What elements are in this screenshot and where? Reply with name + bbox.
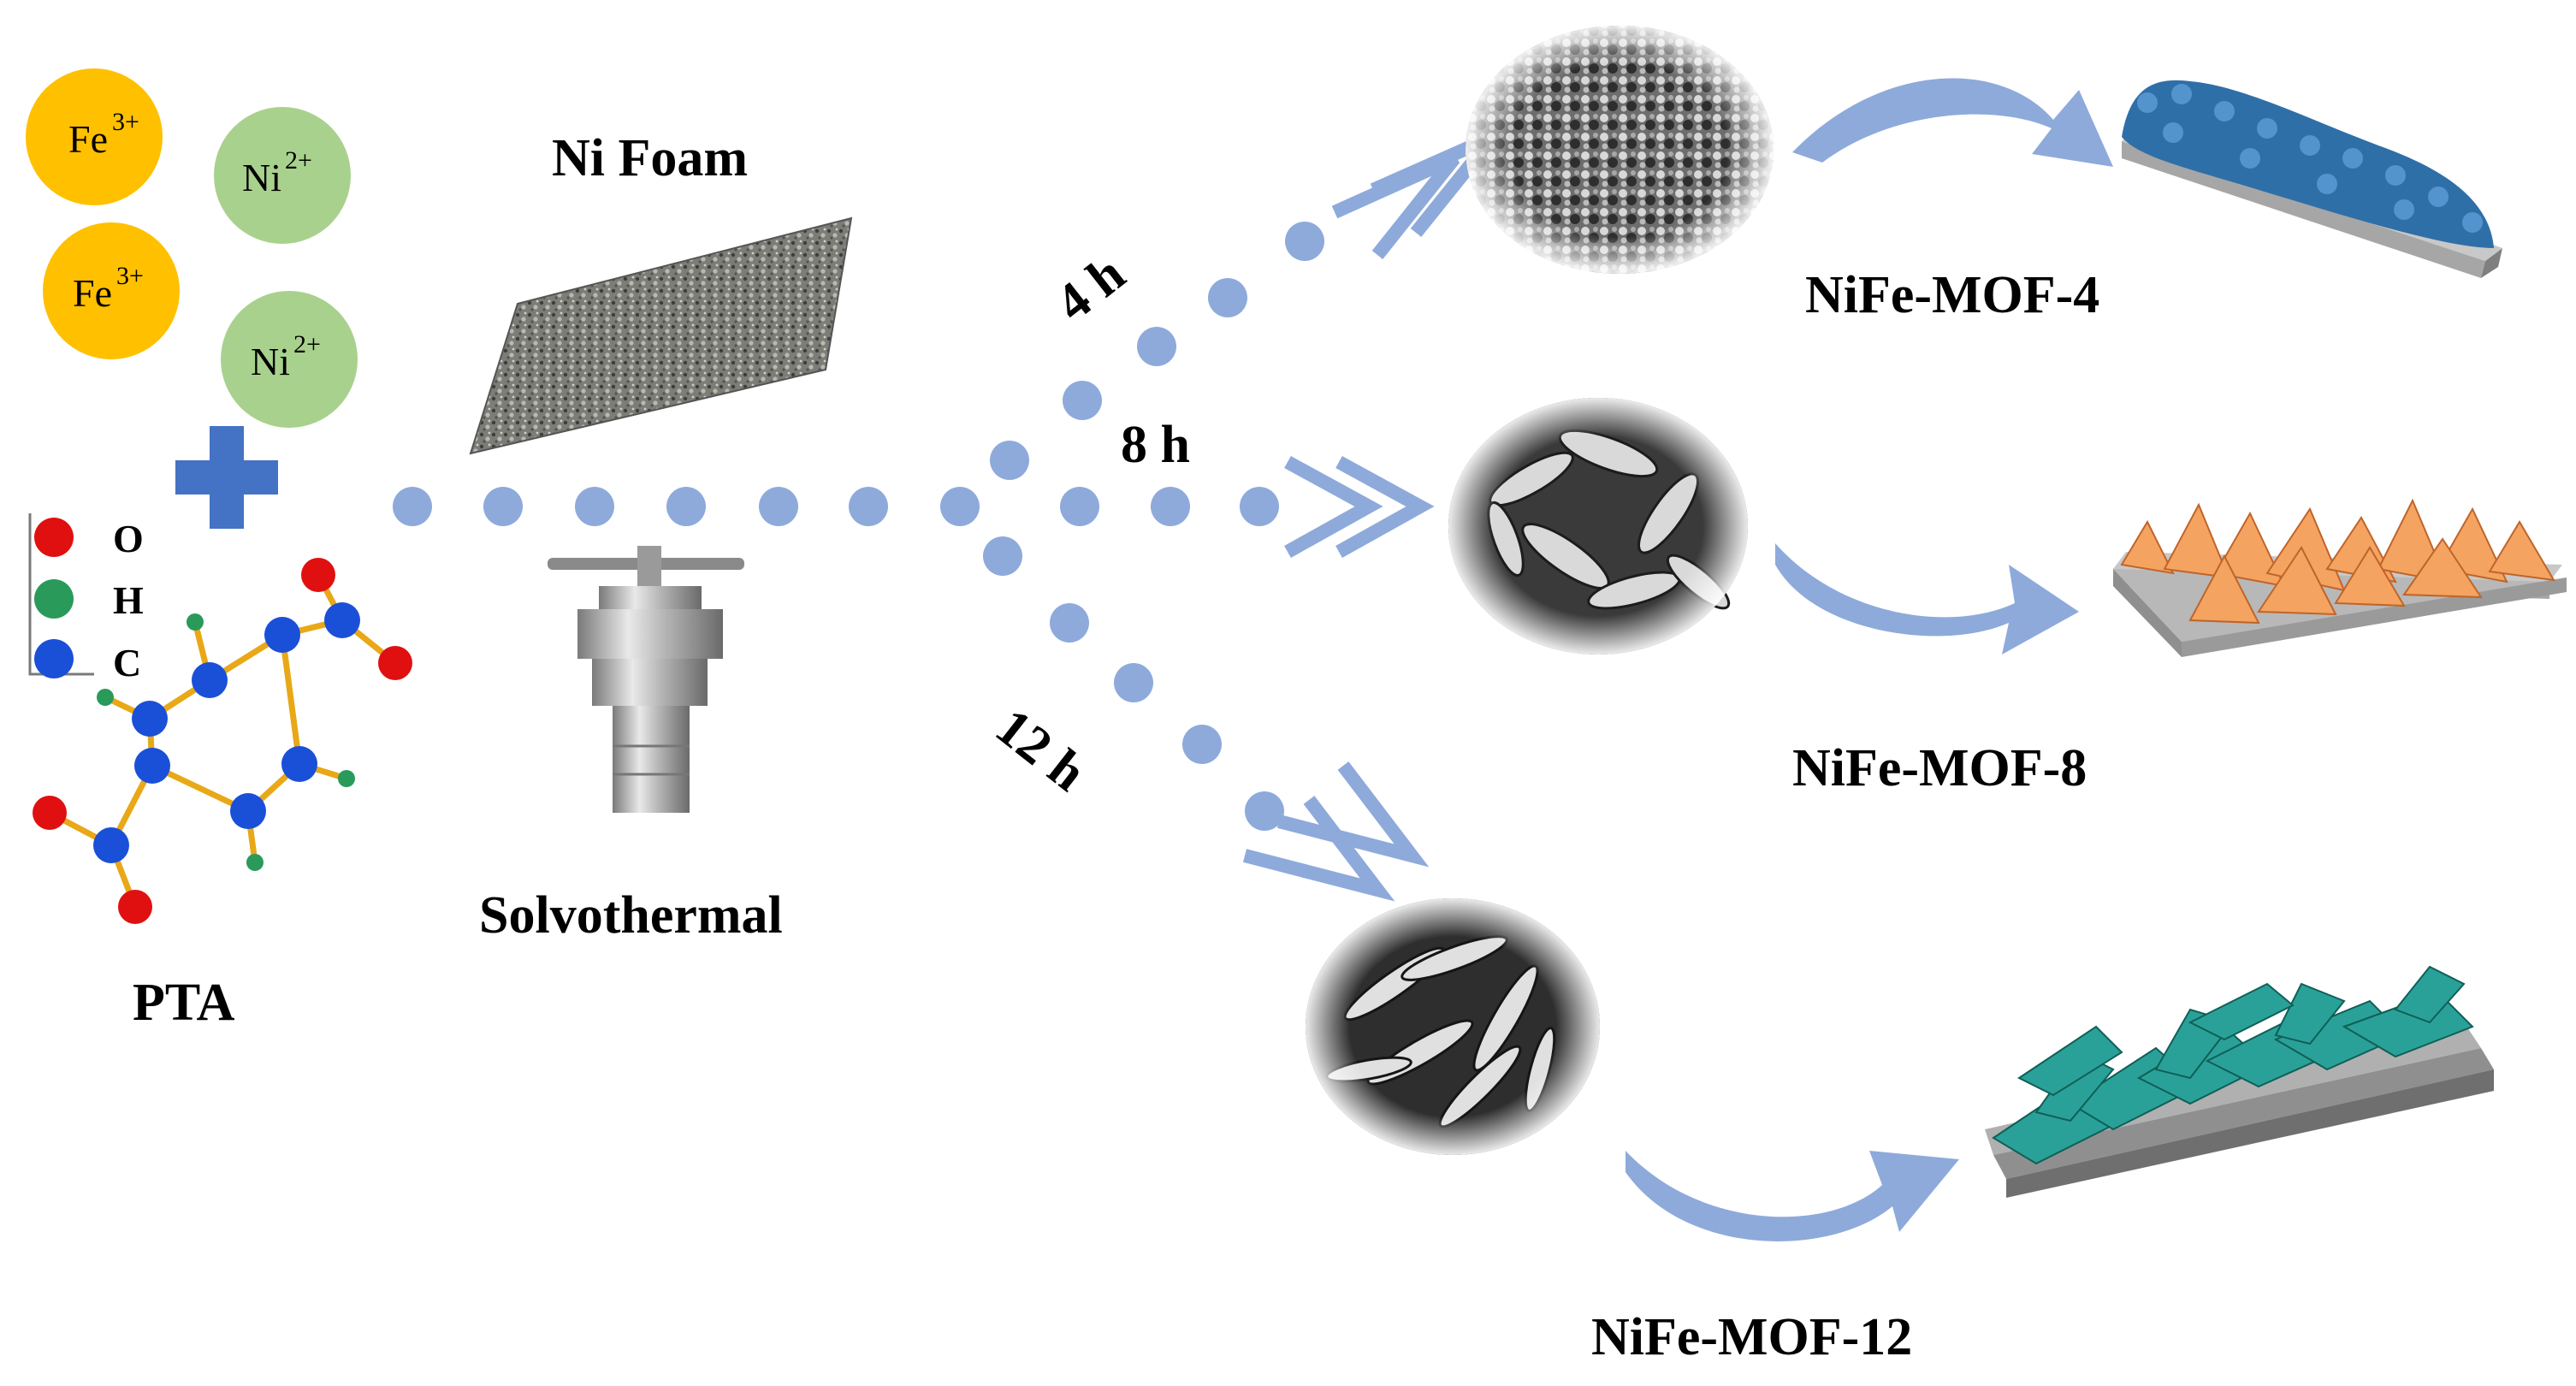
curved-arrow-8h [1775, 543, 2079, 654]
chevron-8h-b [1335, 455, 1435, 558]
ion-fe-1: Fe 3+ [26, 68, 163, 205]
mof4-model [2122, 80, 2502, 278]
ion-ni-1-circle [214, 107, 351, 244]
ion-fe-2: Fe 3+ [43, 222, 180, 359]
ion-ni-2-circle [221, 291, 358, 428]
ion-ni-1: Ni 2+ [214, 107, 351, 244]
reaction-path-dots [393, 222, 1324, 831]
autoclave-icon [548, 546, 744, 813]
legend-o-label: O [113, 517, 144, 560]
curved-arrow-4h [1792, 78, 2113, 167]
chevron-arrows [1243, 130, 1499, 902]
ion-ni-1-symbol: Ni [242, 156, 281, 199]
legend-h-label: H [113, 578, 144, 622]
product-12-label: NiFe-MOF-12 [1591, 1308, 1912, 1366]
ion-fe-1-symbol: Fe [68, 117, 108, 161]
chevron-8h-a [1284, 455, 1383, 558]
ion-ni-1-charge: 2+ [285, 146, 312, 175]
legend-c-label: C [113, 641, 141, 684]
legend-bracket [28, 513, 94, 676]
mof8-model [2113, 498, 2567, 657]
mof12-model [1985, 965, 2494, 1198]
ni-foam-image [469, 216, 853, 455]
ni-foam-label: Ni Foam [552, 129, 748, 187]
time-12h-label: 12 h [985, 697, 1096, 803]
curved-arrow-12h [1626, 1151, 1959, 1241]
pta-molecule [33, 558, 412, 924]
sem-image-4h [1466, 26, 1774, 274]
legend-h-swatch [34, 579, 74, 619]
product-4-label: NiFe-MOF-4 [1805, 266, 2099, 324]
ion-fe-2-symbol: Fe [73, 271, 112, 315]
legend-c-swatch [34, 639, 74, 678]
ion-fe-2-charge: 3+ [116, 262, 144, 290]
ion-fe-1-circle [26, 68, 163, 205]
product-8-label: NiFe-MOF-8 [1792, 739, 2087, 797]
sem-image-12h [1306, 898, 1600, 1155]
solvothermal-label: Solvothermal [479, 886, 783, 945]
ion-ni-2: Ni 2+ [221, 291, 358, 428]
ion-fe-1-charge: 3+ [112, 108, 139, 136]
pta-label: PTA [133, 974, 235, 1032]
sem-image-8h [1448, 398, 1748, 654]
time-4h-label: 4 h [1045, 245, 1136, 333]
atom-legend: O H C [28, 513, 144, 684]
legend-o-swatch [34, 518, 74, 557]
ion-ni-2-symbol: Ni [251, 340, 290, 383]
ion-ni-2-charge: 2+ [293, 330, 321, 358]
plus-icon [175, 426, 278, 529]
time-8h-label: 8 h [1121, 416, 1190, 474]
ion-fe-2-circle [43, 222, 180, 359]
chevron-12h-b [1277, 761, 1430, 868]
